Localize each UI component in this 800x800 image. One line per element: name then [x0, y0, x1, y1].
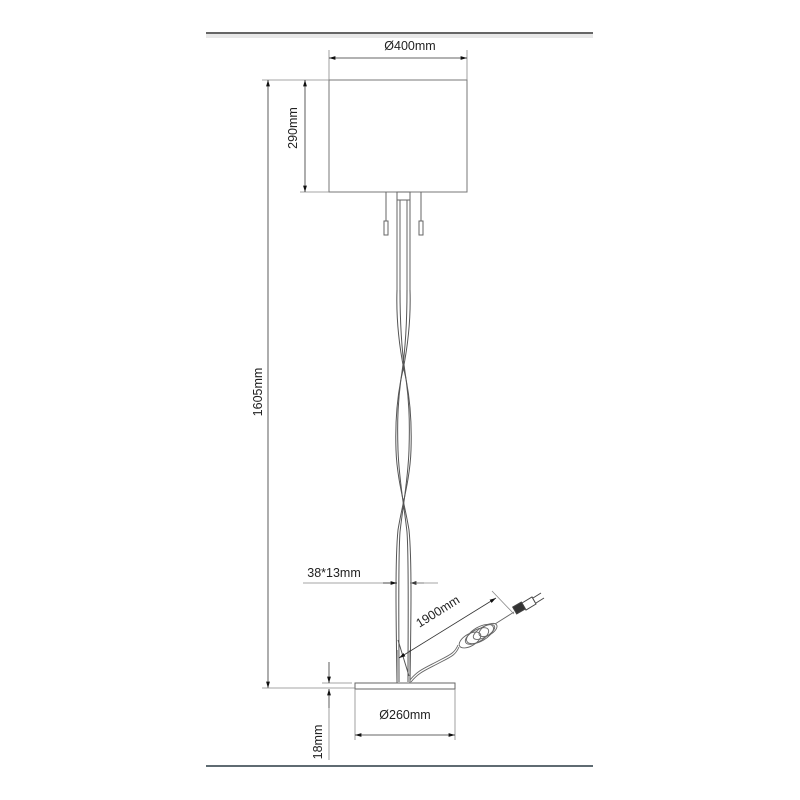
base-diameter-dimension: [354, 689, 456, 740]
plug-icon: [511, 592, 545, 615]
base-thickness-label: 18mm: [311, 725, 325, 760]
shade-diameter-dimension: [328, 50, 468, 80]
shade-diameter-label: Ø400mm: [384, 39, 435, 53]
lamp-base: [354, 682, 456, 690]
base-diameter-label: Ø260mm: [379, 708, 430, 722]
lamp-shade: [328, 79, 468, 193]
cable-length-label: 1900mm: [414, 593, 463, 631]
cable-length-dimension: [398, 590, 515, 659]
top-rule: [206, 32, 593, 38]
stem-section-label: 38*13mm: [307, 566, 361, 580]
total-height-label: 1605mm: [251, 368, 265, 417]
shade-height-label: 290mm: [286, 107, 300, 149]
stem-top: [396, 191, 411, 290]
pull-chains: [383, 192, 424, 236]
twisted-stem: [395, 289, 412, 683]
